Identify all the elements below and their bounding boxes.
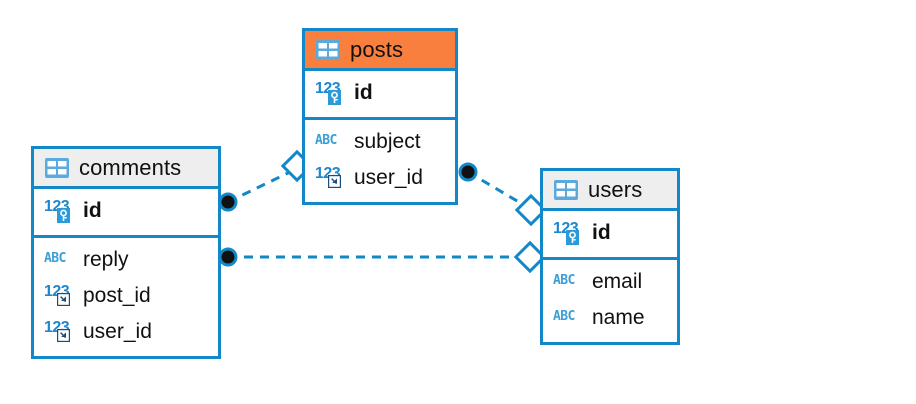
field-row[interactable]: 123 id <box>44 193 208 229</box>
entity-comments[interactable]: comments 123 id ABC <box>31 146 221 359</box>
text-type-icon: ABC <box>553 273 575 288</box>
text-type-icon: ABC <box>553 309 575 324</box>
relationship-comments-posts[interactable] <box>218 149 314 212</box>
entity-keys-posts: 123 id <box>305 71 455 120</box>
field-row[interactable]: 123 id <box>315 75 445 111</box>
relationship-comments-users[interactable] <box>218 240 547 274</box>
endpoint-filled-circle <box>218 247 238 267</box>
field-row[interactable]: ABC name <box>553 300 667 336</box>
field-name: post_id <box>83 284 151 307</box>
table-icon <box>44 157 70 179</box>
integer-primary-key-icon: 123 <box>553 221 583 245</box>
entity-fields-comments: ABC reply 123 post_id 123 <box>34 238 218 356</box>
entity-name-comments: comments <box>79 154 182 180</box>
text-type-icon: ABC <box>315 133 337 148</box>
table-icon <box>315 39 341 61</box>
integer-foreign-key-icon: 123 <box>44 320 74 344</box>
field-row[interactable]: 123 id <box>553 215 667 251</box>
field-row[interactable]: ABC subject <box>315 124 445 160</box>
field-row[interactable]: 123 user_id <box>315 160 445 196</box>
endpoint-open-diamond <box>514 193 548 227</box>
entity-keys-comments: 123 id <box>34 189 218 238</box>
entity-name-posts: posts <box>350 36 404 62</box>
entity-name-users: users <box>588 176 643 202</box>
entity-fields-posts: ABC subject 123 user_id <box>305 120 455 202</box>
text-type-icon: ABC <box>44 251 66 266</box>
field-name: id <box>354 81 373 104</box>
integer-foreign-key-icon: 123 <box>44 284 74 308</box>
endpoint-filled-circle <box>458 162 478 182</box>
field-name: id <box>592 221 611 244</box>
entity-users[interactable]: users 123 id ABC <box>540 168 680 345</box>
entity-header-posts: posts <box>305 31 455 71</box>
relationship-line <box>227 170 291 204</box>
entity-posts[interactable]: posts 123 id ABC <box>302 28 458 205</box>
endpoint-filled-circle <box>218 192 238 212</box>
field-name: reply <box>83 248 129 271</box>
field-name: user_id <box>83 320 152 343</box>
integer-foreign-key-icon: 123 <box>315 166 345 190</box>
field-name: id <box>83 199 102 222</box>
field-row[interactable]: 123 post_id <box>44 278 208 314</box>
relationship-line <box>467 170 530 210</box>
field-name: subject <box>354 130 421 153</box>
integer-primary-key-icon: 123 <box>315 81 345 105</box>
field-row[interactable]: 123 user_id <box>44 314 208 350</box>
integer-primary-key-icon: 123 <box>44 199 74 223</box>
field-row[interactable]: ABC reply <box>44 242 208 278</box>
endpoint-open-diamond <box>513 240 547 274</box>
entity-fields-users: ABC email ABC name <box>543 260 677 342</box>
table-icon <box>553 179 579 201</box>
entity-keys-users: 123 id <box>543 211 677 260</box>
relationship-posts-users[interactable] <box>458 162 548 227</box>
field-name: email <box>592 270 643 293</box>
entity-header-comments: comments <box>34 149 218 189</box>
field-name: user_id <box>354 166 423 189</box>
field-row[interactable]: ABC email <box>553 264 667 300</box>
entity-header-users: users <box>543 171 677 211</box>
field-name: name <box>592 306 645 329</box>
